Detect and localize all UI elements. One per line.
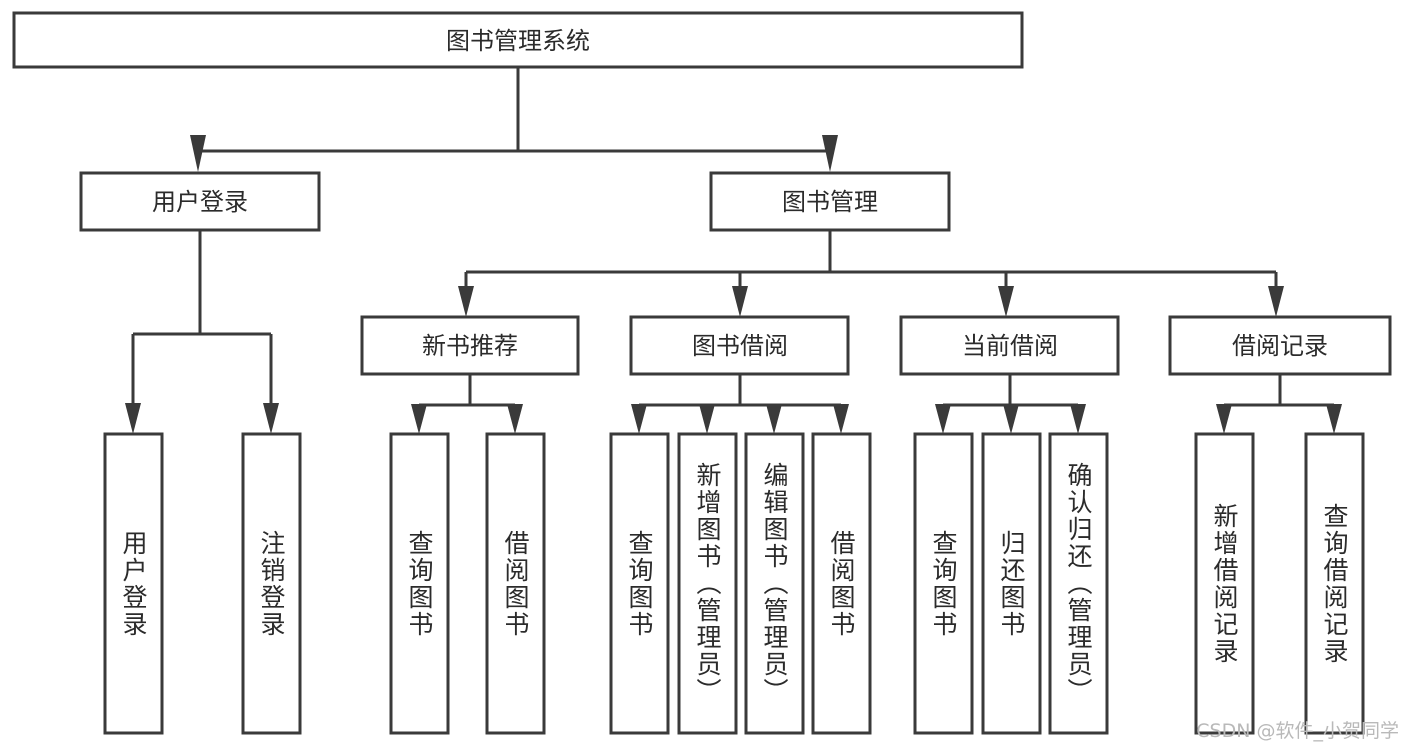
- connector-root-to-level2: [190, 67, 838, 172]
- leaf-box-edit-book-admin[interactable]: [744, 432, 805, 735]
- leaf-box-add-borrow-record[interactable]: [1194, 432, 1255, 735]
- node-current-borrow-box: [899, 315, 1120, 376]
- arrowhead-icon: [699, 404, 715, 434]
- node-user-login[interactable]: 用户登录: [79, 171, 321, 232]
- arrowhead-icon: [935, 404, 951, 434]
- node-book-management[interactable]: 图书管理: [709, 171, 951, 232]
- arrowhead-icon: [998, 286, 1014, 317]
- node-borrow-records-box: [1168, 315, 1392, 376]
- leaf-box-add-book-admin[interactable]: [677, 432, 738, 735]
- node-book-management-label: 图书管理: [782, 188, 878, 216]
- node-book-borrow-box: [629, 315, 850, 376]
- arrowhead-icon: [1216, 404, 1232, 434]
- node-root-box: [12, 11, 1024, 69]
- connector-current-borrow-to-leaves: [935, 374, 1086, 434]
- leaf-box-query-book-borrow[interactable]: [609, 432, 670, 735]
- node-new-book-recommend-box: [360, 315, 580, 376]
- leaf-box-user-login[interactable]: [103, 432, 164, 735]
- node-book-management-box: [709, 171, 951, 232]
- node-new-book-recommend-label: 新书推荐: [422, 332, 518, 360]
- arrowhead-icon: [631, 404, 647, 434]
- connector-borrow-records-to-leaves: [1216, 374, 1342, 434]
- arrowhead-icon: [190, 135, 206, 172]
- arrowhead-icon: [1326, 404, 1342, 434]
- node-user-login-label: 用户登录: [152, 188, 248, 216]
- node-root[interactable]: 图书管理系统: [12, 11, 1024, 69]
- connector-book-borrow-to-leaves: [631, 374, 849, 434]
- leaf-box-query-book-current[interactable]: [913, 432, 974, 735]
- leaf-box-query-book-recommend[interactable]: [389, 432, 450, 735]
- node-borrow-records-label: 借阅记录: [1232, 332, 1328, 360]
- arrowhead-icon: [1003, 404, 1019, 434]
- arrowhead-icon: [822, 135, 838, 172]
- connector-new-book-recommend-to-leaves: [411, 374, 523, 434]
- leaf-box-borrow-book[interactable]: [811, 432, 872, 735]
- node-book-borrow-label: 图书借阅: [692, 332, 788, 360]
- arrowhead-icon: [458, 286, 474, 317]
- leaf-box-confirm-return-admin[interactable]: [1048, 432, 1109, 735]
- node-current-borrow-label: 当前借阅: [962, 332, 1058, 360]
- node-user-login-box: [79, 171, 321, 232]
- node-current-borrow[interactable]: 当前借阅: [899, 315, 1120, 376]
- connector-user-login-to-leaves: [125, 230, 279, 434]
- node-root-label: 图书管理系统: [446, 27, 590, 55]
- arrowhead-icon: [766, 404, 782, 434]
- arrowhead-icon: [125, 403, 141, 434]
- node-new-book-recommend[interactable]: 新书推荐: [360, 315, 580, 376]
- arrowhead-icon: [1070, 404, 1086, 434]
- connector-book-management-to-level3: [458, 230, 1284, 317]
- leaf-box-query-borrow-record[interactable]: [1304, 432, 1365, 735]
- leaf-box-borrow-book-recommend[interactable]: [485, 432, 546, 735]
- arrowhead-icon: [1268, 286, 1284, 317]
- leaf-box-return-book[interactable]: [981, 432, 1042, 735]
- arrowhead-icon: [263, 403, 279, 434]
- node-book-borrow[interactable]: 图书借阅: [629, 315, 850, 376]
- arrowhead-icon: [507, 404, 523, 434]
- arrowhead-icon: [833, 404, 849, 434]
- arrowhead-icon: [732, 286, 748, 317]
- node-borrow-records[interactable]: 借阅记录: [1168, 315, 1392, 376]
- leaf-box-logout[interactable]: [241, 432, 302, 735]
- arrowhead-icon: [411, 404, 427, 434]
